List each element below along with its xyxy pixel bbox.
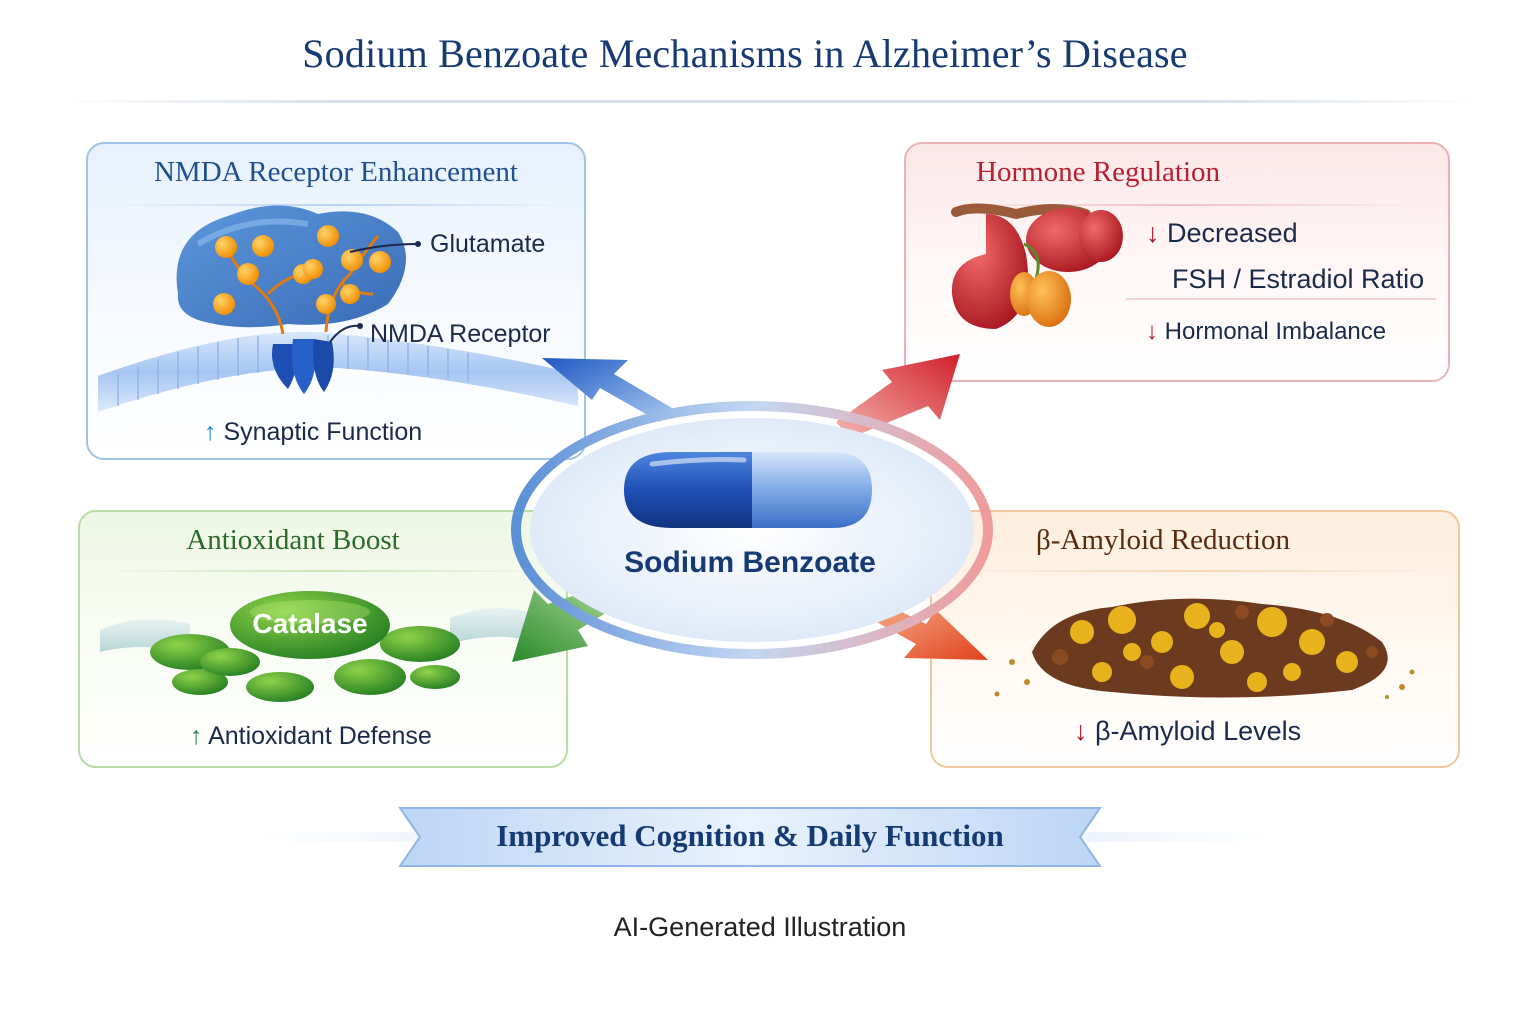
panel-title-hormone: Hormone Regulation <box>976 156 1221 188</box>
capsule-pill-icon <box>624 452 872 528</box>
banner-text: Improved Cognition & Daily Function <box>496 818 1004 853</box>
down-arrow-icon: ↓ <box>1074 716 1088 746</box>
title-divider <box>60 100 1480 103</box>
panel-nmda-receptor: NMDA Receptor Enhancement <box>86 142 586 460</box>
panel-divider <box>100 570 550 572</box>
effect-beta-amyloid-levels: ↓ β-Amyloid Levels <box>1074 716 1302 746</box>
page-title: Sodium Benzoate Mechanisms in Alzheimer’… <box>302 31 1188 76</box>
amyloid-plaque-illustration <box>994 598 1415 699</box>
panel-beta-amyloid-reduction: β-Amyloid Reduction ↓ β-Amyloid Levels <box>930 510 1460 768</box>
hormone-line-3: ↓ Hormonal Imbalance <box>1146 318 1387 345</box>
receptor-channel <box>272 339 334 394</box>
panel-antioxidant-boost: Antioxidant Boost Catalase ↑ Antioxidant… <box>78 510 568 768</box>
hormone-line-2: FSH / Estradiol Ratio <box>1172 264 1425 294</box>
panel-divider <box>952 570 1442 572</box>
catalase-enzyme-illustration <box>100 591 530 702</box>
down-arrow-icon: ↓ <box>1146 318 1158 345</box>
result-banner <box>398 807 1102 867</box>
pituitary-gland-illustration <box>951 203 1436 329</box>
hormone-line-1: ↓ Decreased <box>1146 218 1298 248</box>
panel-title-amyloid: β-Amyloid Reduction <box>1036 524 1290 556</box>
up-arrow-icon: ↑ <box>190 722 203 750</box>
panel-divider <box>926 204 1426 206</box>
enzyme-label-catalase: Catalase <box>252 608 368 639</box>
effect-text: Synaptic Function <box>223 418 423 446</box>
panel-title-antioxidant: Antioxidant Boost <box>186 524 400 556</box>
nmda-receptor-illustration <box>98 205 578 412</box>
up-arrow-icon: ↑ <box>204 418 217 446</box>
effect-antioxidant-defense: ↑ Antioxidant Defense <box>190 722 432 750</box>
panel-hormone-regulation: Hormone Regulation ↓ Decreased FSH / Est… <box>904 142 1450 382</box>
center-label: Sodium Benzoate <box>624 546 876 579</box>
down-arrow-icon: ↓ <box>1146 218 1160 248</box>
effect-synaptic-function: ↑ Synaptic Function <box>204 418 422 447</box>
credit-text: AI-Generated Illustration <box>613 912 907 942</box>
glutamate-molecules <box>213 225 391 315</box>
sodium-benzoate-center <box>511 401 993 659</box>
panel-divider <box>108 204 568 206</box>
label-nmda-receptor: NMDA Receptor <box>370 320 551 348</box>
label-glutamate: Glutamate <box>430 230 546 258</box>
panel-title-nmda: NMDA Receptor Enhancement <box>153 156 518 188</box>
